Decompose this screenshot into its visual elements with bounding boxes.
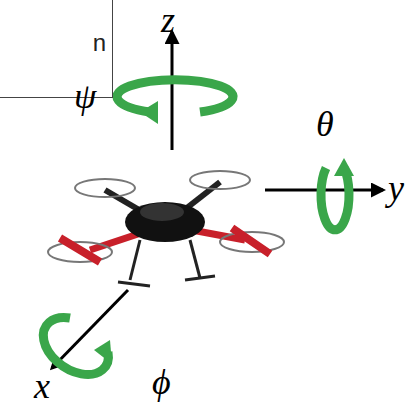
- phi-rotation: [43, 317, 112, 374]
- rotation-label: ϕ: [152, 364, 171, 400]
- axis-label: x: [34, 368, 50, 404]
- psi-rotation: [117, 80, 233, 124]
- x-axis: [52, 290, 128, 368]
- rotation-label: θ: [316, 106, 334, 142]
- z-axis: [171, 32, 174, 150]
- box-text: n: [93, 29, 106, 57]
- theta-rotation: [321, 158, 354, 230]
- axis-label: z: [161, 2, 175, 38]
- axis-label: y: [388, 170, 404, 206]
- rotation-label: ψ: [74, 78, 96, 114]
- drone: [48, 171, 284, 286]
